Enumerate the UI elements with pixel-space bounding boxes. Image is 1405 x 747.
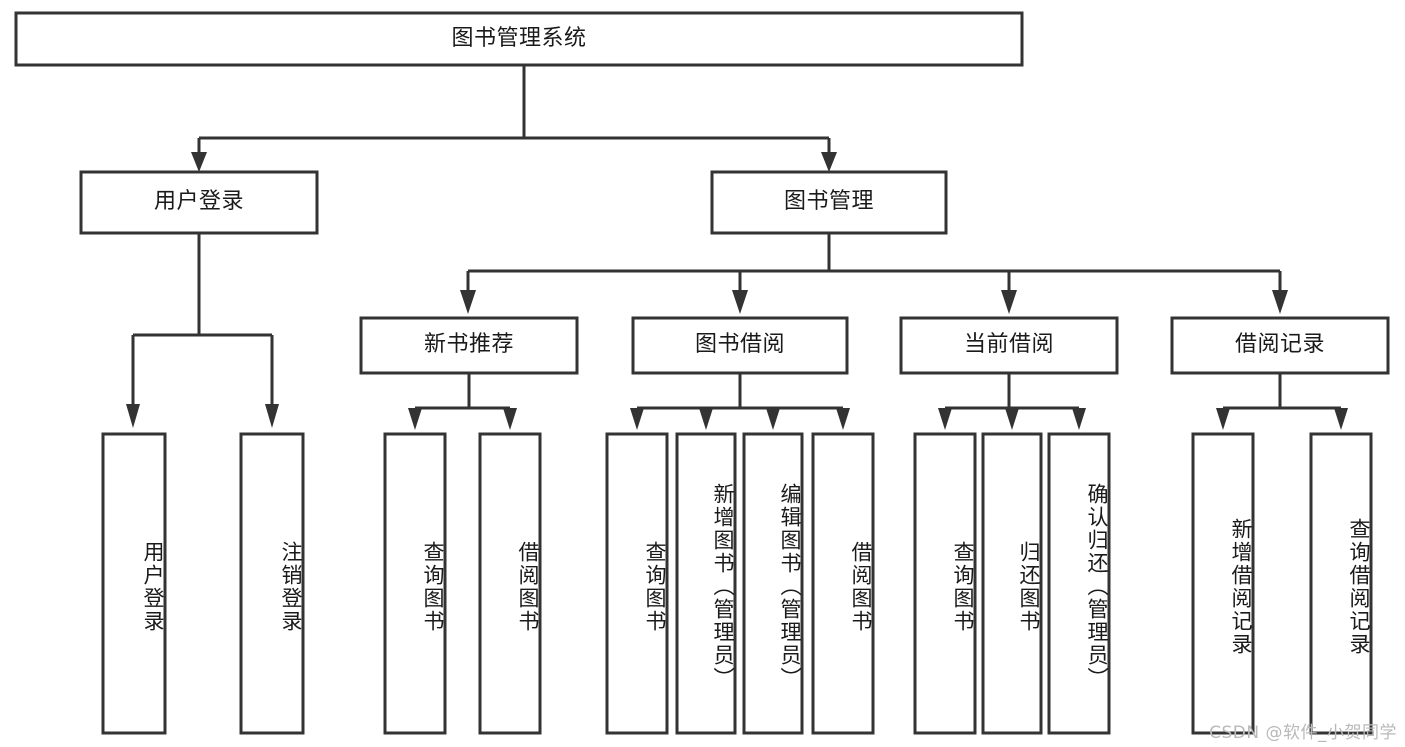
arrow-head-icon-leaf-borrow-record-1 [1216,408,1230,430]
arrow-head-icon-leaf-new-book-1 [408,408,422,430]
node-leaf-current-borrow-2-box[interactable] [981,432,1043,735]
arrow-head-icon-leaf-new-book-2 [503,408,517,430]
arrow-head-icon-leaf-current-borrow-3 [1072,408,1086,430]
node-leaf-user-login-1-box[interactable] [101,432,167,735]
node-new-book-recommend-box[interactable] [359,316,579,375]
arrow-head-icon-leaf-book-borrow-3 [766,408,780,430]
arrow-head-icon-leaf-current-borrow-2 [1005,408,1019,430]
node-leaf-book-borrow-3-box[interactable] [742,432,804,735]
arrow-head-icon-borrow-record [1272,290,1288,314]
arrow-head-icon-leaf-book-borrow-2 [699,408,713,430]
arrow-head-icon-leaf-user-login-2 [265,404,279,428]
arrow-head-icon-leaf-current-borrow-1 [938,408,952,430]
node-leaf-book-borrow-1-box[interactable] [605,432,669,735]
node-leaf-user-login-2-box[interactable] [239,432,305,735]
node-book-borrow-box[interactable] [631,316,849,375]
node-user-login-box[interactable] [79,170,319,235]
arrow-head-icon-leaf-user-login-1 [126,404,140,428]
arrow-head-icon-new-book [460,290,476,314]
node-leaf-borrow-record-2-box[interactable] [1309,432,1373,735]
arrow-head-icon-book-borrow [732,290,748,314]
node-book-manage-box[interactable] [710,170,948,235]
arrow-head-icon-book-manage [821,152,837,172]
node-leaf-current-borrow-1-box[interactable] [913,432,977,735]
node-leaf-new-book-2-box[interactable] [478,432,542,735]
node-root-box[interactable] [14,11,1024,67]
arrow-head-icon-leaf-book-borrow-1 [630,408,644,430]
node-leaf-borrow-record-1-box[interactable] [1191,432,1255,735]
node-borrow-record-box[interactable] [1170,316,1390,375]
arrow-head-icon-leaf-book-borrow-4 [836,408,850,430]
node-leaf-new-book-1-box[interactable] [383,432,447,735]
node-current-borrow-box[interactable] [899,316,1119,375]
arrow-head-icon-leaf-borrow-record-2 [1334,408,1348,430]
node-leaf-book-borrow-4-box[interactable] [811,432,875,735]
node-leaf-book-borrow-2-box[interactable] [675,432,737,735]
watermark-label: CSDN @软件_小贺同学 [1209,723,1397,743]
arrow-head-icon-user-login [191,152,207,172]
arrow-head-icon-current-borrow [1001,290,1017,314]
node-leaf-current-borrow-3-box[interactable] [1047,432,1111,735]
